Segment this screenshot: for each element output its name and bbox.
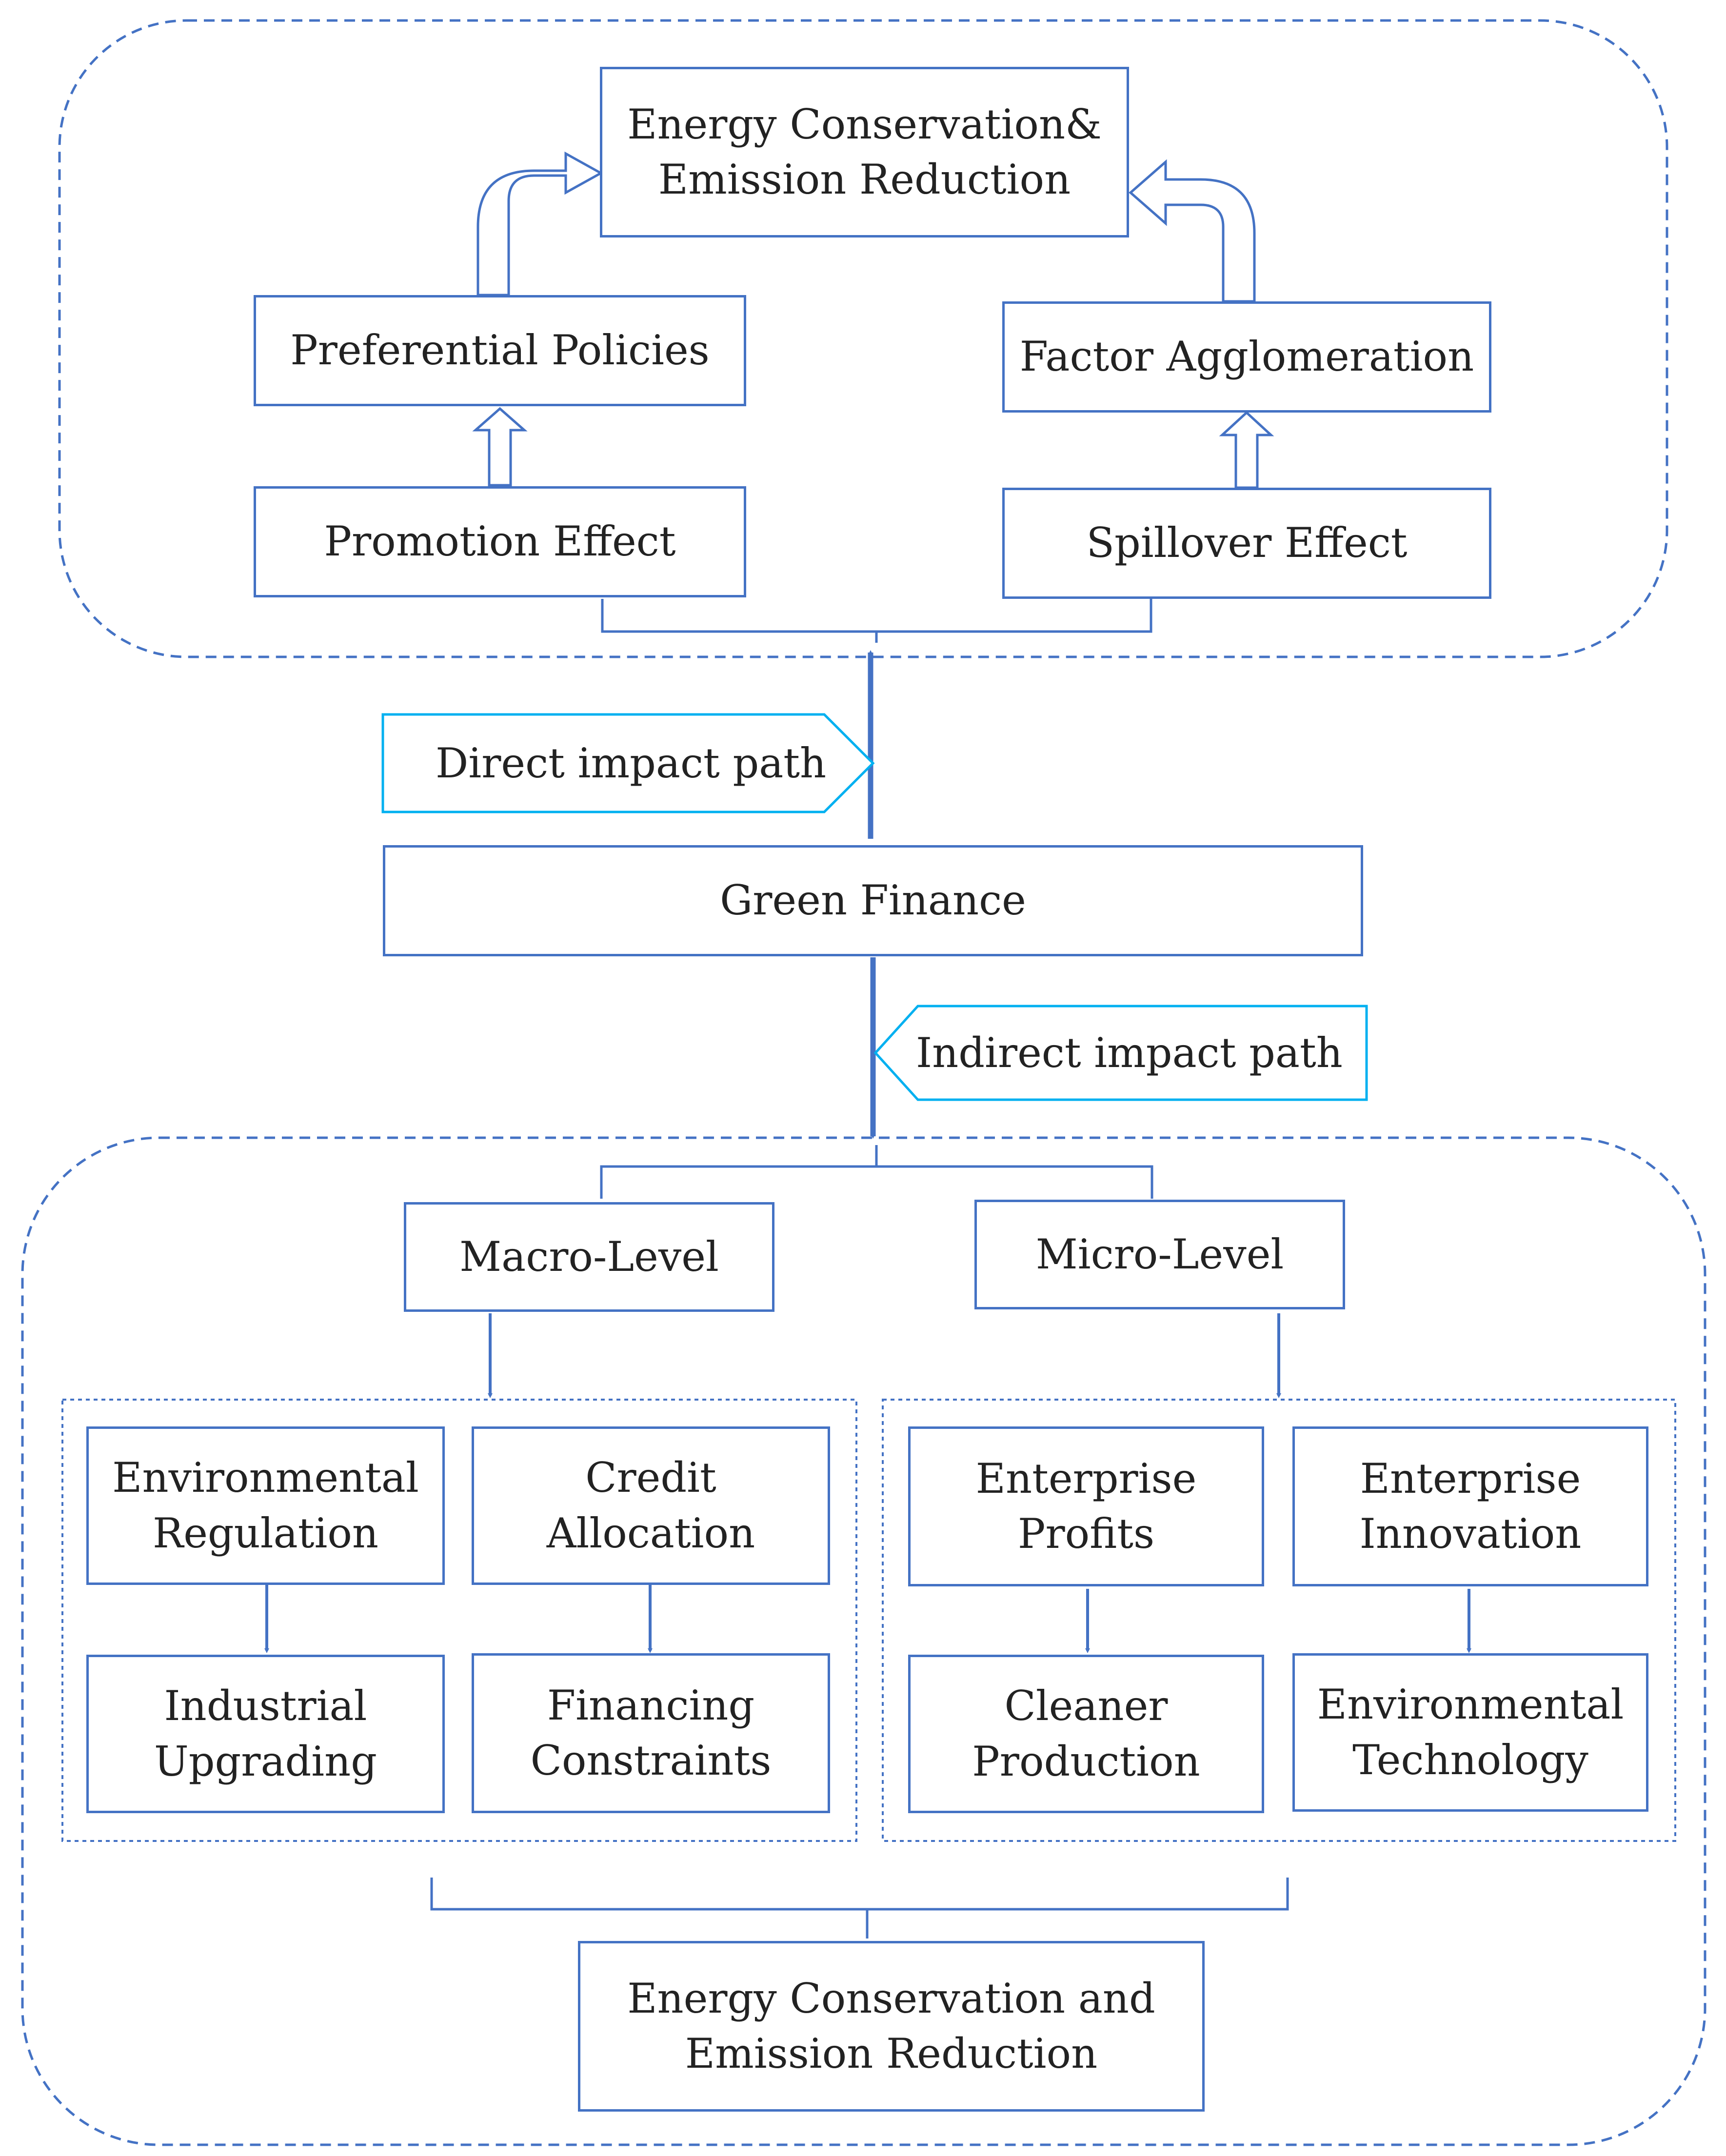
direct-path-text: Direct impact path <box>436 739 827 787</box>
green-finance-box: Green Finance <box>383 845 1363 956</box>
factor-agglomeration-label: Factor Agglomeration <box>1019 333 1474 381</box>
environmental-technology-box: Environmental Technology <box>1292 1653 1648 1812</box>
promotion-effect-box: Promotion Effect <box>254 486 746 597</box>
indirect-path-label-shape <box>873 1005 1368 1101</box>
hollow-up-arrow-left <box>472 407 528 487</box>
environmental-technology-label: Environmental Technology <box>1317 1681 1624 1784</box>
industrial-upgrading-box: Industrial Upgrading <box>86 1655 445 1813</box>
industrial-upgrading-label: Industrial Upgrading <box>154 1682 377 1785</box>
cleaner-production-label: Cleaner Production <box>972 1682 1200 1785</box>
spillover-effect-label: Spillover Effect <box>1086 519 1408 567</box>
preferential-policies-box: Preferential Policies <box>254 295 746 406</box>
enterprise-profits-box: Enterprise Profits <box>908 1426 1264 1586</box>
direct-path-label-shape <box>381 713 875 813</box>
top-effects-bracket <box>601 599 1152 643</box>
direct-path-label: Direct impact path <box>436 714 826 812</box>
micro-level-box: Micro-Level <box>974 1200 1345 1309</box>
credit-allocation-label: Credit Allocation <box>546 1454 755 1557</box>
financing-constraints-label: Financing Constraints <box>530 1681 772 1784</box>
bottom-bracket <box>430 1878 1289 1938</box>
level-split-bracket <box>600 1145 1153 1199</box>
bottom-group-container <box>21 1136 1706 2146</box>
top-goal-label: Energy Conservation& Emission Reduction <box>627 100 1102 203</box>
preferential-policies-label: Preferential Policies <box>290 326 710 375</box>
factor-agglomeration-box: Factor Agglomeration <box>1002 301 1491 413</box>
macro-subgroup-container <box>61 1399 857 1842</box>
indirect-path-text: Indirect impact path <box>916 1029 1343 1077</box>
enterprise-innovation-label: Enterprise Innovation <box>1359 1454 1582 1558</box>
top-group-container <box>58 19 1668 658</box>
curved-hollow-arrow-left <box>476 151 604 297</box>
promotion-effect-label: Promotion Effect <box>324 517 676 566</box>
top-goal-box: Energy Conservation& Emission Reduction <box>600 67 1129 237</box>
green-finance-label: Green Finance <box>720 876 1026 925</box>
macro-level-box: Macro-Level <box>404 1202 774 1312</box>
bottom-goal-label: Energy Conservation and Emission Reducti… <box>627 1974 1155 2077</box>
spillover-effect-box: Spillover Effect <box>1002 488 1491 599</box>
cleaner-production-box: Cleaner Production <box>908 1655 1264 1813</box>
enterprise-innovation-box: Enterprise Innovation <box>1292 1426 1648 1586</box>
indirect-path-label: Indirect impact path <box>916 1006 1343 1100</box>
hollow-up-arrow-right <box>1219 411 1274 489</box>
environmental-regulation-box: Environmental Regulation <box>86 1426 445 1585</box>
environmental-regulation-label: Environmental Regulation <box>112 1454 419 1557</box>
credit-allocation-box: Credit Allocation <box>472 1426 830 1585</box>
macro-level-label: Macro-Level <box>459 1232 719 1281</box>
curved-hollow-arrow-right <box>1129 159 1256 303</box>
bottom-goal-box: Energy Conservation and Emission Reducti… <box>578 1941 1205 2112</box>
enterprise-profits-label: Enterprise Profits <box>975 1454 1197 1558</box>
financing-constraints-box: Financing Constraints <box>472 1653 830 1813</box>
micro-level-label: Micro-Level <box>1035 1230 1284 1278</box>
